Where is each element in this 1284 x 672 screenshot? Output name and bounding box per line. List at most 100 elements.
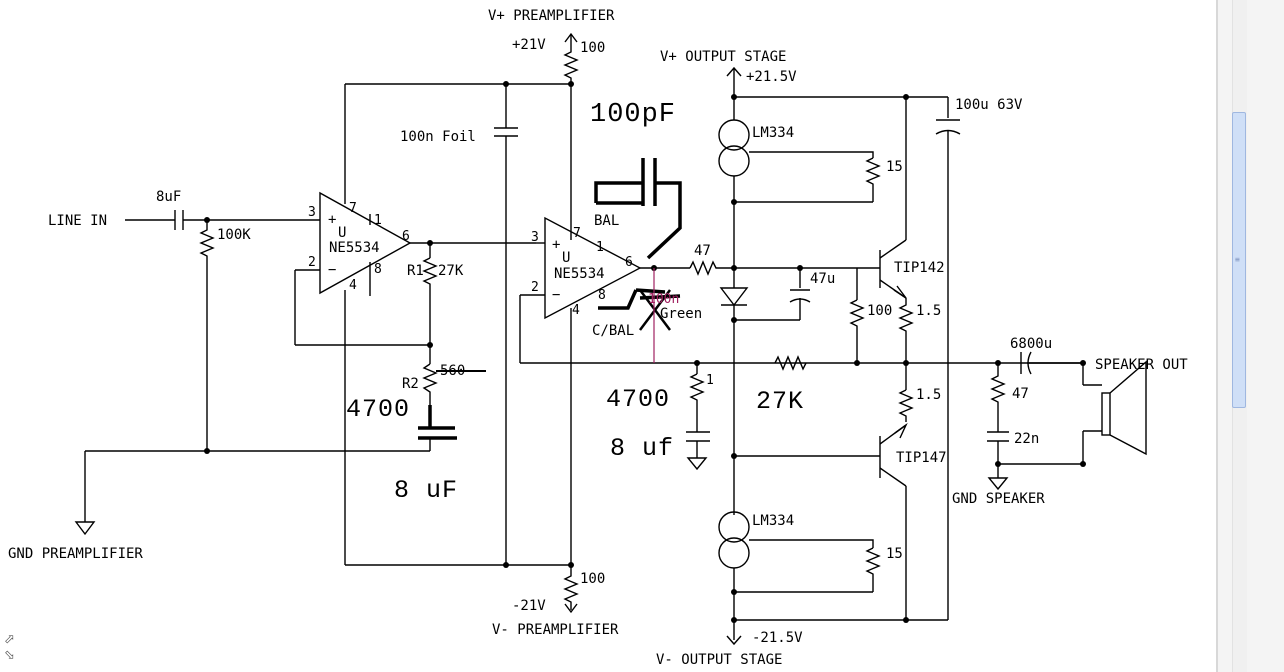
resistor-100k-input [199, 220, 215, 451]
label-lm334-bottom: LM334 [752, 513, 794, 529]
pin-u1-6: 6 [402, 229, 410, 244]
label-v-minus-output: V- OUTPUT STAGE [656, 652, 782, 668]
label-cap-8uf-input: 8uF [156, 189, 181, 205]
label-speaker-out: SPEAKER OUT [1095, 357, 1188, 373]
junction-dots [204, 81, 1086, 623]
resistor-100-bottom [563, 572, 579, 610]
label-resistor-100k: 100K [217, 227, 251, 243]
pin-u1-7: 7 [349, 201, 357, 216]
label-opamp1-minus: − [328, 262, 336, 278]
label-resistor-100-bottom: 100 [580, 571, 605, 587]
label-resistor-100-bias: 100 [867, 303, 892, 319]
resistor-r1-27k [422, 257, 438, 364]
label-v-plus-output-volt: +21.5V [746, 69, 797, 85]
label-r1-name: R1 [407, 263, 424, 279]
label-cap-22n: 22n [1014, 431, 1039, 447]
capacitor-8uf-input [174, 210, 184, 230]
pin-u1-1: 1 [374, 213, 382, 228]
ground-feedback [686, 457, 708, 471]
vertical-scrollbar-thumb[interactable] [1232, 112, 1246, 408]
resistor-100-bias [849, 299, 865, 363]
speaker-icon [1101, 360, 1147, 456]
label-gnd-speaker: GND SPEAKER [952, 491, 1045, 507]
transistor-tip147 [879, 422, 908, 487]
handwritten-27k: 27K [756, 387, 804, 416]
resistor-1.5-emitter-top [898, 298, 914, 390]
crossed-out-led-mark [639, 289, 671, 331]
opamp-1-triangle [319, 191, 412, 295]
amplifier-schematic: V+ PREAMPLIFIER +21V 100 100n Foil -21V … [8, 8, 1188, 668]
pin-u1-8: 8 [374, 262, 382, 277]
label-lm334-top: LM334 [752, 125, 794, 141]
ground-speaker [987, 477, 1009, 491]
led-green-diode [719, 287, 749, 307]
scrollbar-grip-icon: ≡ [1235, 255, 1240, 264]
label-r2-name: R2 [402, 376, 419, 392]
capacitor-100pf-handwritten [594, 158, 682, 260]
capacitor-100n-foil [494, 127, 518, 137]
resistor-feedback-4700 [689, 373, 705, 432]
handwritten-8uf-left: 8 uF [394, 476, 458, 505]
label-resistor-100-top: 100 [580, 40, 605, 56]
label-opamp1-u: U [338, 225, 346, 241]
pin-u2-1: 1 [596, 240, 604, 255]
label-opamp1-part: NE5534 [329, 240, 380, 256]
label-gnd-preamplifier: GND PREAMPLIFIER [8, 546, 143, 562]
label-led-old: 100n [648, 292, 679, 307]
ground-preamp [74, 521, 96, 536]
label-cap-6800u: 6800u [1010, 336, 1052, 352]
scrollbar-area [1216, 0, 1284, 672]
label-resistor-feedback-small: 1 [706, 373, 714, 388]
label-tip142: TIP142 [894, 260, 945, 276]
label-resistor-15-top: 15 [886, 159, 903, 175]
pin-u2-7: 7 [573, 226, 581, 241]
resistor-r2 [422, 363, 438, 405]
resistor-100-top [563, 48, 579, 84]
label-line-in: LINE IN [48, 213, 107, 229]
current-source-lm334-top [718, 119, 750, 177]
label-resistor-1.5-top: 1.5 [916, 303, 941, 319]
pin-u2-6: 6 [625, 255, 633, 270]
label-r1-value: 27K [438, 263, 464, 279]
label-led-green: Green [660, 306, 702, 322]
resize-arrows-icon[interactable]: ⬀⬂ [4, 632, 15, 663]
pin-u1-2: 2 [308, 255, 316, 270]
label-v-minus-preamp-volt: -21V [512, 598, 546, 614]
handwritten-8uf-right: 8 uf [610, 434, 674, 463]
opamp-2-triangle [544, 216, 642, 320]
scrollbar-divider [1216, 0, 1218, 672]
resistor-27k-feedback [774, 355, 807, 371]
resistor-1.5-emitter-bottom [898, 389, 914, 422]
resistor-15-top [865, 157, 881, 202]
current-source-lm334-bottom [718, 511, 750, 569]
pin-u2-4: 4 [572, 303, 580, 318]
label-v-plus-preamp: V+ PREAMPLIFIER [488, 8, 615, 24]
label-c-bal: C/BAL [592, 323, 634, 339]
handwritten-feedback-4700: 4700 [606, 385, 670, 414]
label-v-minus-preamp: V- PREAMPLIFIER [492, 622, 619, 638]
output-vminus-arrow [726, 635, 742, 646]
capacitor-8uf-handwritten-left [418, 405, 457, 440]
label-v-plus-output: V+ OUTPUT STAGE [660, 49, 786, 65]
label-opamp2-u: U [562, 250, 570, 266]
schematic-canvas: V+ PREAMPLIFIER +21V 100 100n Foil -21V … [8, 8, 1189, 668]
label-v-minus-output-volt: -21.5V [752, 630, 803, 646]
label-opamp2-minus: − [552, 287, 560, 303]
handwritten-100pf: 100pF [590, 100, 676, 130]
label-tip147: TIP147 [896, 450, 947, 466]
pin-u1-3: 3 [308, 205, 316, 220]
label-bal: BAL [594, 213, 619, 229]
resistor-47-zobel [990, 363, 1006, 432]
pin-u2-2: 2 [531, 280, 539, 295]
resistor-15-bottom [865, 547, 881, 592]
label-resistor-47-series: 47 [694, 243, 711, 259]
label-resistor-15-bottom: 15 [886, 546, 903, 562]
pin-u2-3: 3 [531, 230, 539, 245]
label-v-plus-preamp-volt: +21V [512, 37, 546, 53]
label-opamp2-part: NE5534 [554, 266, 605, 282]
label-cap-100u-63v: 100u 63V [955, 97, 1023, 113]
preamp-vminus-arrow [564, 603, 578, 614]
label-resistor-47-zobel: 47 [1012, 386, 1029, 402]
pin-u1-4: 4 [349, 278, 357, 293]
label-cap-47u: 47u [810, 271, 835, 287]
